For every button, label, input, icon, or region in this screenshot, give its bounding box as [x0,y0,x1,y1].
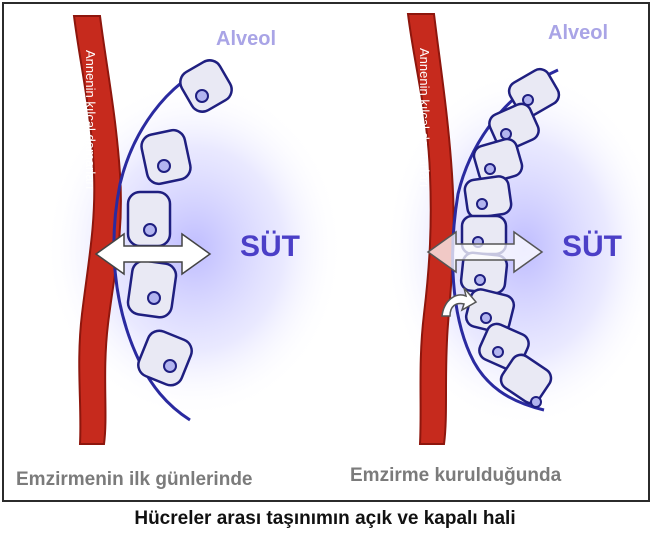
cell-nuclei [143,89,209,373]
cell-nucleus [500,128,512,140]
milk-label: SÜT [240,230,300,263]
panel-early [44,15,344,445]
epithelial-cell [488,102,540,152]
epithelial-cell [140,128,192,186]
transport-arrow-open [94,232,212,276]
capillary-label: Annenin kılcal damarları [83,50,98,190]
alveolus-illustration [44,13,648,445]
cell-nucleus [492,346,504,358]
capillary-vessel [406,13,455,445]
alveol-label: Alveol [216,28,277,50]
epithelial-cell [126,190,172,248]
recycle-arrow [441,287,478,317]
epithelial-cell [499,353,553,405]
stage-label-early: Emzirmenin ilk günlerinde [16,469,253,490]
capillary-label: Annenin kılcal damarları [417,48,432,188]
cell-nucleus [522,94,534,106]
figure-caption: Hücreler arası taşınımın açık ve kapalı … [134,508,516,529]
cell-nucleus [480,312,492,324]
cell-nucleus [484,163,496,175]
epithelial-cells [459,67,561,405]
cell-nucleus [474,274,486,286]
milk-label: SÜT [562,230,622,263]
diagram-frame: Alveol Alveol Annenin kılcal damarları A… [2,2,650,502]
cell-nucleus [476,198,488,210]
capillary-vessel [72,15,122,445]
cell-nucleus [195,89,209,103]
cell-nuclei [472,94,542,408]
transport-arrow-blocked [426,230,544,274]
stage-label-established: Emzirme kurulduğunda [350,465,562,486]
cell-nucleus [530,396,542,408]
epithelial-cell [137,329,193,387]
epithelial-cell [463,175,513,219]
epithelial-cell [126,259,178,319]
cell-nucleus [163,359,177,373]
cell-nucleus [157,159,171,173]
epithelial-cell [179,59,233,113]
panel-established [384,13,648,445]
cell-nucleus [143,223,157,237]
alveol-label: Alveol [548,22,609,44]
cell-nucleus [147,291,161,305]
